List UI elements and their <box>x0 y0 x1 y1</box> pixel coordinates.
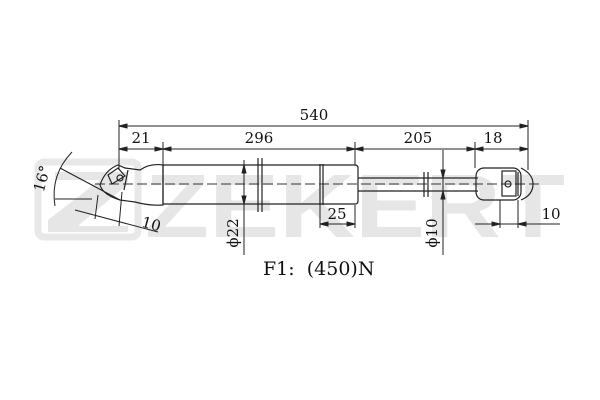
dim-left-end: 21 <box>131 129 150 147</box>
dim-rod-diameter: ϕ10 <box>423 218 441 247</box>
dimension-lines <box>53 120 560 255</box>
dim-cylinder-diameter: ϕ22 <box>224 218 242 247</box>
piston-rod <box>358 172 478 197</box>
dim-rod: 205 <box>404 129 433 147</box>
dim-right-eye-offset: 10 <box>541 205 560 223</box>
dim-left-eye-offset: 10 <box>140 213 163 235</box>
zekert-watermark: ZEKERT <box>34 157 565 257</box>
right-end-fitting <box>475 167 534 201</box>
dim-overall-length: 540 <box>300 106 329 124</box>
left-end-fitting <box>99 163 164 206</box>
force-label: F1: (450)N <box>263 258 375 280</box>
cylinder <box>162 158 359 212</box>
dim-cylinder-ring: 25 <box>327 205 346 223</box>
dim-angle: 16° <box>30 164 54 194</box>
dim-right-end: 18 <box>483 129 502 147</box>
dim-cylinder: 296 <box>245 129 274 147</box>
